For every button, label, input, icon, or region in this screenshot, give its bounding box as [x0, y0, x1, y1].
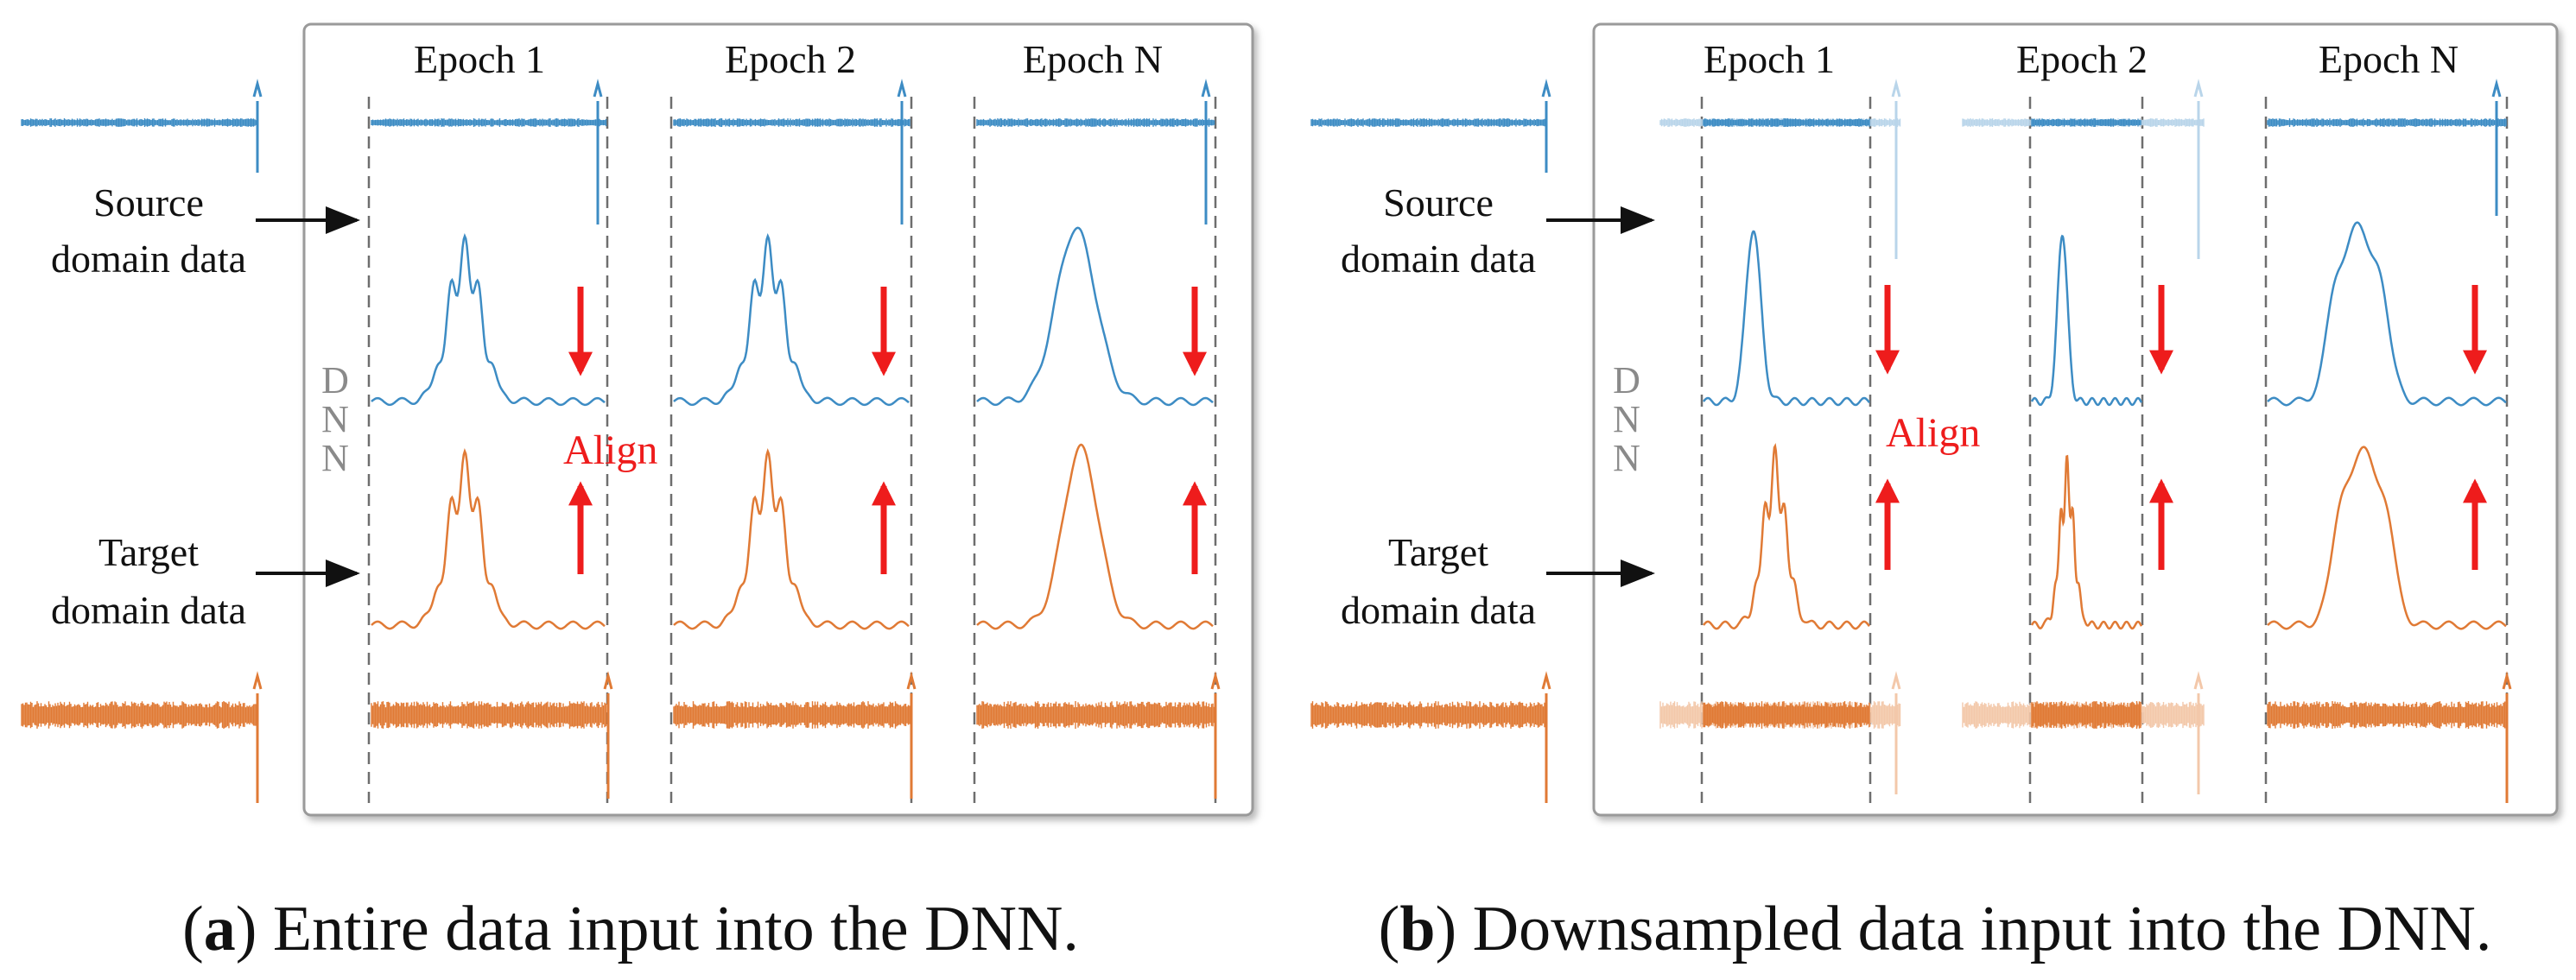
- signal-trace: [2267, 701, 2507, 729]
- epoch-label: Epoch N: [2319, 37, 2459, 81]
- dnn-letter: N: [321, 398, 349, 440]
- signal-spike: [1210, 671, 1221, 799]
- source-label: Source: [1383, 180, 1494, 224]
- target-label: domain data: [51, 588, 246, 632]
- signal-trace: [371, 701, 607, 729]
- signal-spike: [1541, 671, 1551, 803]
- signal-spike: [252, 79, 263, 173]
- signal-trace: [976, 701, 1215, 729]
- signal-spike: [2502, 671, 2512, 803]
- signal-spike: [906, 671, 917, 799]
- target-raw-signal: [1310, 671, 1551, 803]
- target-spectrum: [2030, 454, 2143, 630]
- target-spectrum: [976, 443, 1214, 630]
- signal-trace: [976, 118, 1215, 127]
- source-label: domain data: [1341, 237, 1536, 281]
- caption-b: (b) Downsampled data input into the DNN.: [1379, 894, 2492, 964]
- source-epoch-signal: [673, 79, 910, 224]
- signal-trace: [1310, 118, 1547, 127]
- align-label: Align: [1886, 410, 1980, 456]
- target-spectrum: [2267, 446, 2507, 630]
- source-spectrum: [371, 232, 606, 407]
- signal-spike: [1201, 79, 1211, 224]
- epoch-label: Epoch 1: [1704, 37, 1835, 81]
- epoch-label: Epoch 2: [2016, 37, 2148, 81]
- source-label: Source: [93, 180, 204, 224]
- target-label: domain data: [1341, 588, 1536, 632]
- target-epoch-signal: [2267, 671, 2512, 803]
- source-epoch-signal: [2031, 118, 2141, 127]
- signal-trace: [21, 118, 258, 127]
- signal-trace: [21, 701, 258, 729]
- caption-text: Entire data input into the DNN.: [257, 894, 1079, 964]
- signal-spike: [2193, 79, 2204, 259]
- signal-trace: [2267, 118, 2507, 127]
- caption-a: (a) Entire data input into the DNN.: [182, 894, 1079, 964]
- signal-trace: [1310, 701, 1547, 729]
- target-epoch-signal: [673, 671, 917, 799]
- signal-trace: [673, 701, 910, 729]
- target-label: Target: [1388, 530, 1488, 574]
- source-epoch-signal: [371, 79, 607, 224]
- panel-a-frame: [302, 22, 1254, 817]
- source-raw-signal: [1310, 79, 1551, 173]
- target-raw-signal: [21, 671, 263, 803]
- dnn-letter: N: [1613, 437, 1640, 479]
- epoch-label: Epoch 1: [414, 37, 545, 81]
- caption-letter: a: [204, 894, 236, 964]
- epoch-label: Epoch 2: [725, 37, 856, 81]
- panel-a: Epoch 1 Epoch 2 Epoch N: [21, 22, 1254, 964]
- dnn-letter: N: [1613, 398, 1640, 440]
- caption-letter: b: [1399, 894, 1435, 964]
- target-spectrum: [371, 447, 606, 630]
- source-spectrum: [2267, 221, 2507, 407]
- signal-spike: [2193, 671, 2204, 794]
- signal-spike: [2491, 79, 2502, 216]
- target-epoch-signal: [1703, 701, 1870, 729]
- signal-trace: [1703, 118, 1870, 127]
- signal-trace: [371, 118, 607, 127]
- target-epoch-signal: [976, 671, 1221, 799]
- source-epoch-signal: [1703, 118, 1870, 127]
- panel-b-frame: [1592, 22, 2559, 817]
- signal-spike: [603, 671, 613, 799]
- align-label: Align: [563, 427, 657, 473]
- source-epoch-signal: [976, 79, 1215, 224]
- signal-spike: [593, 79, 603, 224]
- epoch-label: Epoch N: [1023, 37, 1163, 81]
- source-spectrum: [1703, 230, 1870, 407]
- signal-trace: [2031, 118, 2141, 127]
- source-raw-signal: [21, 79, 263, 173]
- target-epoch-signal: [371, 671, 613, 799]
- signal-spike: [1891, 79, 1901, 259]
- target-label: Target: [98, 530, 199, 574]
- dnn-letter: D: [321, 359, 349, 401]
- signal-trace: [1703, 701, 1870, 729]
- target-spectrum: [673, 447, 910, 630]
- dnn-letter: D: [1613, 359, 1640, 401]
- source-label: domain data: [51, 237, 246, 281]
- signal-spike: [1891, 671, 1901, 794]
- source-spectrum: [976, 226, 1214, 407]
- source-spectrum: [673, 232, 910, 407]
- signal-spike: [1541, 79, 1551, 173]
- signal-trace: [673, 118, 910, 127]
- target-spectrum: [1703, 442, 1870, 630]
- panel-b: Epoch 1 Epoch 2 Epoch N: [1310, 22, 2559, 964]
- target-epoch-signal: [2031, 701, 2141, 729]
- dnn-letter: N: [321, 437, 349, 479]
- source-spectrum: [2030, 234, 2143, 407]
- caption-text: Downsampled data input into the DNN.: [1456, 894, 2491, 964]
- signal-spike: [252, 671, 263, 803]
- source-epoch-signal: [2267, 79, 2507, 216]
- signal-trace: [2031, 701, 2141, 729]
- signal-spike: [897, 79, 907, 224]
